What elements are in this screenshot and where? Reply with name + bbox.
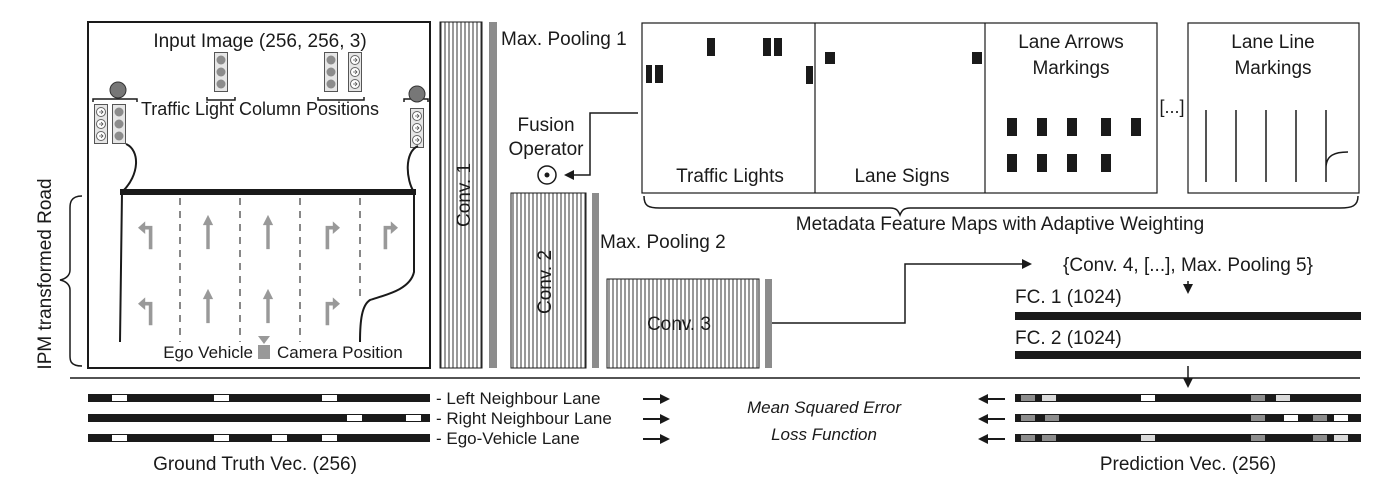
column-bracket xyxy=(206,97,236,101)
conv-1-label: Conv. 1 xyxy=(454,163,475,227)
gt-vector-left xyxy=(88,394,430,402)
lane-dividers xyxy=(179,198,361,342)
lane-arrows-label-line1: Lane Arrows xyxy=(1018,32,1124,53)
traffic-light-icon xyxy=(324,52,338,92)
camera-marker-icon xyxy=(258,345,270,359)
gt-vector-ego xyxy=(88,434,430,442)
input-image-title: Input Image (256, 256, 3) xyxy=(153,31,366,52)
loss-label-line2: Loss Function xyxy=(771,425,877,444)
conv-3: Conv. 3 xyxy=(606,278,760,369)
fc2-label: FC. 2 (1024) xyxy=(1015,328,1122,349)
fc1-bar xyxy=(1015,312,1361,320)
camera-position-label: Camera Position xyxy=(277,343,403,362)
pred-vector-right xyxy=(1015,414,1361,422)
gt-vector-right xyxy=(88,414,430,422)
conv-1: Conv. 1 xyxy=(439,21,483,369)
lane-label-left: - Left Neighbour Lane xyxy=(436,389,600,408)
lane-line-markings-panel xyxy=(1187,22,1360,194)
traffic-light-icon xyxy=(112,104,126,144)
column-bracket xyxy=(317,97,365,101)
conv-2-block xyxy=(510,192,587,369)
input-image-panel: Input Image (256, 256, 3) Traffic Light … xyxy=(87,21,431,369)
ipm-bracket xyxy=(59,195,83,367)
fc2-bar xyxy=(1015,351,1361,359)
metadata-caption: Metadata Feature Maps with Adaptive Weig… xyxy=(796,214,1204,235)
fusion-label-line2: Operator xyxy=(509,139,585,160)
direction-sign-icon xyxy=(109,81,127,99)
metadata-feature-maps: Traffic Lights Lane Signs Lane Arrows Ma… xyxy=(641,22,1360,235)
max-pooling-1-label: Max. Pooling 1 xyxy=(501,29,627,50)
max-pooling-2-label: Max. Pooling 2 xyxy=(600,232,726,253)
loss-label-line1: Mean Squared Error xyxy=(747,398,902,417)
column-bracket xyxy=(92,98,138,102)
prediction-vectors: Prediction Vec. (256) xyxy=(978,394,1361,475)
traffic-light-icon xyxy=(214,52,228,92)
metadata-ellipsis: [...] xyxy=(1159,97,1184,117)
traffic-light-arrow-icon xyxy=(410,108,424,148)
metadata-brace xyxy=(643,195,1359,218)
lane-arrows-label-line2: Markings xyxy=(1032,58,1109,79)
lane-label-ego: - Ego-Vehicle Lane xyxy=(436,429,580,448)
traffic-light-arrow-icon xyxy=(348,52,362,92)
conv-3-block xyxy=(606,278,760,369)
prediction-label: Prediction Vec. (256) xyxy=(1100,454,1276,475)
traffic-lights-panel-label: Traffic Lights xyxy=(676,166,784,187)
max-pooling-2-bar xyxy=(592,193,599,368)
conv-1-block xyxy=(439,21,483,369)
conv3-to-rest-arrow xyxy=(772,259,1032,324)
lane-legend: - Left Neighbour Lane - Right Neighbour … xyxy=(436,389,670,448)
traffic-light-arrow-icon xyxy=(94,104,108,144)
max-pooling-3-bar xyxy=(765,279,772,368)
ground-truth-vectors: Ground Truth Vec. (256) xyxy=(88,394,430,475)
lane-line-map-marks xyxy=(1205,110,1349,182)
pred-vector-left xyxy=(1015,394,1361,402)
lane-lines-label-line2: Markings xyxy=(1234,58,1311,79)
fusion-operator-icon xyxy=(537,165,557,185)
ground-truth-label: Ground Truth Vec. (256) xyxy=(153,454,357,475)
lane-label-right: - Right Neighbour Lane xyxy=(436,409,612,428)
direction-sign-icon xyxy=(408,85,426,103)
conv-2: Conv. 2 xyxy=(510,192,587,369)
lane-lines-label-line1: Lane Line xyxy=(1231,32,1314,53)
conv-3-label: Conv. 3 xyxy=(647,314,711,335)
ego-vehicle-label: Ego Vehicle xyxy=(163,343,253,362)
column-positions-label: Traffic Light Column Positions xyxy=(141,99,379,119)
fusion-label-line1: Fusion xyxy=(517,115,574,136)
conv-2-label: Conv. 2 xyxy=(535,250,556,314)
rest-layers-label: {Conv. 4, [...], Max. Pooling 5} xyxy=(1063,255,1313,276)
lane-signs-panel-label: Lane Signs xyxy=(854,166,949,187)
road-edge-right xyxy=(359,145,419,343)
fusion-arrow xyxy=(564,112,638,180)
lane-sign-map-marks xyxy=(825,52,982,64)
max-pooling-1-bar xyxy=(489,22,497,368)
pred-vector-ego xyxy=(1015,434,1361,442)
ego-vehicle-marker-icon xyxy=(258,336,270,344)
fc1-label: FC. 1 (1024) xyxy=(1015,287,1122,308)
ipm-label: IPM transformed Road xyxy=(35,178,56,369)
lane-arrow-map-marks xyxy=(1007,118,1141,172)
traffic-light-map-marks xyxy=(646,38,813,84)
